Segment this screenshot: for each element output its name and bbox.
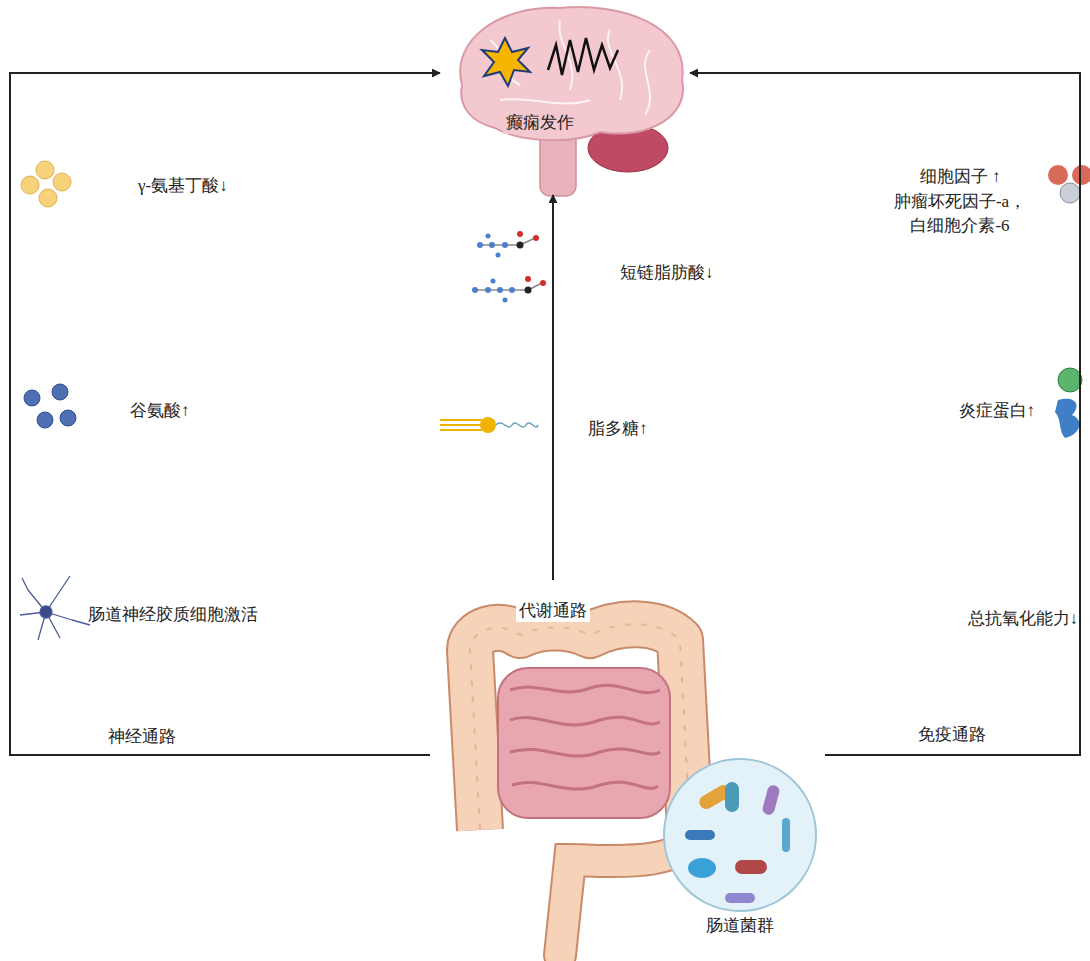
gaba-icon (21, 161, 71, 207)
pathway-label: 神经通路 (105, 726, 179, 748)
pathway-arrow (552, 195, 554, 580)
node-title: 肠道菌群 (703, 915, 777, 937)
pathway-arrow (690, 73, 1080, 755)
pathway-arrow (10, 73, 440, 755)
protein-icon (1055, 368, 1082, 438)
pathway-factor: 短链脂肪酸↓ (620, 262, 714, 284)
pathway-factor: 炎症蛋白↑ (959, 400, 1036, 422)
pathway-factor: 细胞因子 ↑ (920, 166, 1001, 188)
node-title: 癫痫发作 (503, 112, 577, 134)
neuron-icon (20, 576, 90, 640)
pathway-factor: 白细胞介素-6 (910, 215, 1009, 237)
pathway-label: 代谢通路 (516, 600, 590, 622)
pathway-factor: 总抗氧化能力↓ (968, 608, 1079, 630)
gut-node: 肠道菌群 (430, 580, 825, 958)
intestine-figure (470, 624, 690, 955)
scfa-icon (472, 231, 546, 303)
pathway-factor: 脂多糖↑ (588, 418, 648, 440)
pathway-factor: γ-氨基丁酸↓ (138, 175, 228, 197)
glutamate-icon (24, 384, 76, 428)
pathway-factor: 谷氨酸↑ (130, 400, 190, 422)
pathway-factor: 肿瘤坏死因子-a， (894, 191, 1026, 213)
pathway-factor: 肠道神经胶质细胞激活 (88, 604, 258, 626)
lps-icon (440, 417, 538, 433)
cytokine-icon (1048, 165, 1090, 203)
microbiota-figure (664, 759, 816, 911)
brain-node: 癫痫发作 (440, 0, 690, 195)
pathway-label: 免疫通路 (915, 724, 989, 746)
brain-figure (460, 7, 683, 196)
